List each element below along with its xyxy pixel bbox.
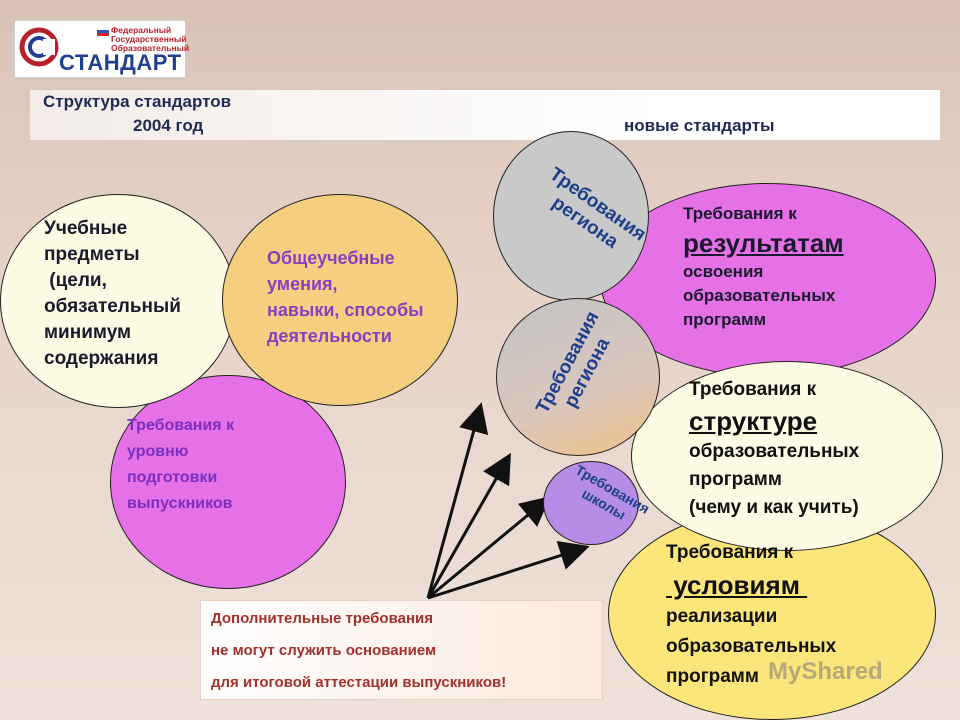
subjects-line: предметы bbox=[44, 244, 140, 265]
note-box: Дополнительные требования не могут служи… bbox=[200, 600, 603, 700]
note-line-2: не могут служить основанием bbox=[211, 642, 437, 659]
subjects-line: Учебные bbox=[44, 218, 128, 239]
results-line: освоения bbox=[683, 262, 764, 281]
arrow-1 bbox=[426, 402, 489, 599]
skills-text: Общеучебные умения, навыки, способы деят… bbox=[267, 245, 424, 349]
region-circle-2 bbox=[496, 298, 660, 456]
header-strip bbox=[30, 90, 940, 140]
skills-circle bbox=[222, 194, 458, 406]
subjects-line: минимум bbox=[44, 322, 132, 343]
skills-line: деятельности bbox=[267, 326, 392, 346]
logo-wordmark: СТАНДАРТ bbox=[59, 50, 182, 75]
results-pre: Требования к bbox=[683, 204, 797, 223]
arrow-3 bbox=[427, 496, 551, 600]
skills-line: Общеучебные bbox=[267, 248, 395, 268]
structure-key: структуре bbox=[689, 406, 818, 436]
subjects-line: содержания bbox=[44, 348, 159, 369]
logo-line-1: Федеральный bbox=[111, 25, 172, 35]
logo-line-3: Образовательный bbox=[111, 43, 190, 53]
watermark: MyShared bbox=[768, 658, 883, 685]
note-line-3: для итоговой аттестации выпускников! bbox=[211, 674, 507, 691]
requirements-line: уровню bbox=[127, 443, 189, 460]
requirements-level-circle bbox=[110, 375, 346, 589]
conditions-pre: Требования к bbox=[666, 542, 794, 563]
requirements-line: Требования к bbox=[127, 417, 235, 434]
structure-line: образовательных bbox=[689, 441, 860, 462]
results-line: образовательных bbox=[683, 286, 836, 305]
school-circle bbox=[543, 461, 639, 545]
note-line-1: Дополнительные требования bbox=[211, 610, 433, 627]
structure-text: Требования к структуре образовательных п… bbox=[689, 376, 859, 522]
conditions-line: реализации bbox=[666, 606, 778, 627]
header-left-label: 2004 год bbox=[133, 116, 204, 135]
conditions-line: программ bbox=[666, 666, 759, 687]
subjects-line: обязательный bbox=[44, 296, 181, 317]
structure-pre: Требования к bbox=[689, 379, 817, 400]
subjects-line: (цели, bbox=[44, 270, 107, 291]
requirements-line: выпускников bbox=[127, 495, 233, 512]
structure-line: (чему и как учить) bbox=[689, 497, 859, 518]
skills-line: навыки, способы bbox=[267, 300, 424, 320]
conditions-line: образовательных bbox=[666, 636, 837, 657]
requirements-line: подготовки bbox=[127, 469, 218, 486]
conditions-key: условиям bbox=[666, 570, 808, 600]
logo-line-2: Государственный bbox=[111, 34, 187, 44]
results-circle bbox=[600, 183, 936, 377]
results-line: программ bbox=[683, 310, 767, 329]
subjects-text: Учебные предметы (цели, обязательный мин… bbox=[44, 216, 181, 372]
header-right-label: новые стандарты bbox=[624, 116, 775, 135]
arrow-4 bbox=[427, 541, 590, 600]
structure-circle bbox=[631, 361, 943, 551]
header-title: Структура стандартов bbox=[43, 92, 232, 111]
logo: Федеральный Государственный Образователь… bbox=[14, 20, 190, 78]
structure-line: программ bbox=[689, 469, 782, 490]
logo-emblem-icon bbox=[19, 27, 59, 67]
arrow-2 bbox=[426, 452, 511, 599]
results-text: Требования к результатам освоения образо… bbox=[683, 202, 844, 332]
subjects-circle bbox=[0, 194, 236, 408]
region-circle-1 bbox=[493, 131, 649, 301]
requirements-level-text: Требования к уровню подготовки выпускник… bbox=[127, 413, 234, 517]
conditions-text: Требования к условиям реализации образов… bbox=[666, 538, 836, 692]
flag-icon bbox=[97, 27, 109, 36]
results-key: результатам bbox=[683, 228, 844, 258]
skills-line: умения, bbox=[267, 274, 338, 294]
